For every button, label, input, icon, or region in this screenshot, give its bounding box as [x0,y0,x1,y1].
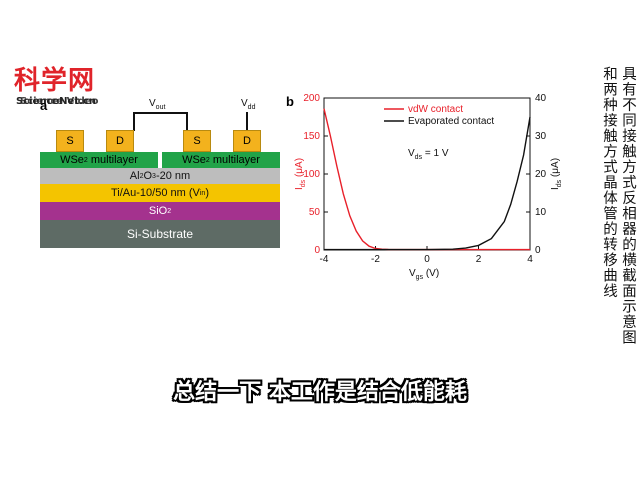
legend-label-1: Evaporated contact [408,116,494,127]
contact-source-left: S [56,130,84,152]
layer-si-substrate: Si-Substrate [40,220,280,248]
y-right-tick-label-1: 10 [535,207,547,218]
y-left-tick-label-1: 50 [309,207,321,218]
y-right-tick-label-3: 30 [535,131,547,142]
vout-label: Vout [149,98,166,111]
contact-source-right: S [183,130,211,152]
logo-text: 科学网 [14,66,96,96]
caption-line-1: 具有不同接触方式反相器的横截面示意图 [620,66,636,345]
video-subtitle: 总结一下 本工作是结合低能耗 [173,380,467,405]
y-left-tick-label-2: 100 [303,169,320,180]
panel-a-label: a [40,98,48,113]
legend-label-0: vdW contact [408,104,463,115]
vdd-label: Vdd [241,98,256,111]
y-left-tick-label-4: 200 [303,93,320,104]
x-tick-label-2: 0 [424,254,430,265]
x-tick-label-1: -2 [371,254,380,265]
x-tick-label-0: -4 [320,254,329,265]
series-line-1 [324,116,531,251]
vds-annotation: Vds = 1 V [408,148,449,161]
y-right-axis-label: Ids (μA) [550,158,563,190]
x-axis-label: Vgs (V) [409,268,439,281]
contact-drain-left: D [106,130,134,152]
x-tick-label-4: 4 [527,254,533,265]
vdd-wire [246,112,248,131]
site-logo: 科学网 ScienceNet.cn Science Video [14,66,124,116]
y-right-tick-label-0: 0 [535,245,541,256]
vout-wire-right [186,112,188,131]
y-right-tick-label-2: 20 [535,169,547,180]
series-line-0 [323,108,530,251]
vertical-caption: 具有不同接触方式反相器的横截面示意图 和两种接触方式晶体管的转移曲线 [600,66,636,345]
caption-line-2: 和两种接触方式晶体管的转移曲线 [601,66,617,299]
vout-wire-left [133,112,135,131]
logo-video-overlay: Science Video [20,96,99,107]
x-tick-label-3: 2 [476,254,482,265]
panel-b-label: b [286,94,294,109]
logo-domain: ScienceNet.cn [16,96,96,107]
contact-drain-right: D [233,130,261,152]
y-left-tick-label-0: 0 [314,245,320,256]
y-left-axis-label: Ids (μA) [294,158,307,190]
y-right-tick-label-4: 40 [535,93,547,104]
y-left-tick-label-3: 150 [303,131,320,142]
vout-wire-top [133,112,187,114]
